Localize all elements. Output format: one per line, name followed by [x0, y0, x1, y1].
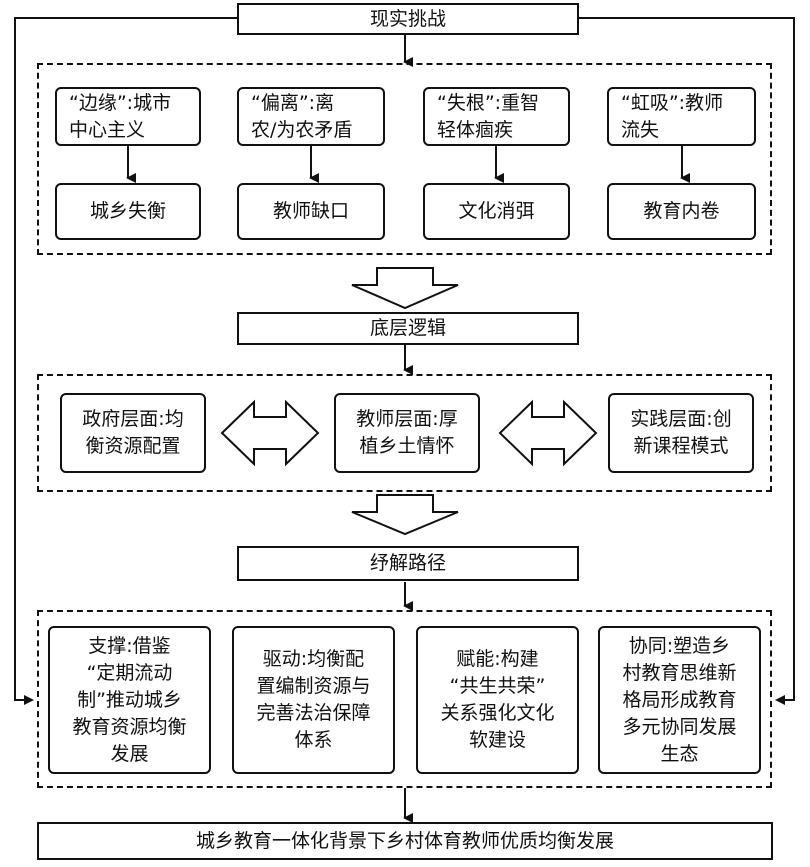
hollow-down-arrow-2	[351, 494, 459, 536]
logic-government: 政府层面:均 衡资源配置	[60, 393, 206, 473]
logic-practice: 实践层面:创 新课程模式	[608, 393, 754, 473]
logic-teacher: 教师层面:厚 植乡土情怀	[334, 393, 480, 473]
challenge-cause-4: “虹吸”:教师 流失	[607, 87, 756, 146]
logic-region	[37, 374, 772, 492]
left-bypass-line	[14, 17, 237, 705]
challenge-effect-3: 文化消弭	[423, 183, 570, 240]
hollow-down-arrow-1	[351, 267, 459, 310]
path-drive: 驱动:均衡配 置编制资源与 完善法治保障 体系	[232, 626, 395, 774]
double-arrow-left	[220, 399, 320, 467]
challenge-region	[37, 63, 772, 255]
double-arrow-right	[498, 399, 598, 467]
path-synergy: 协同:塑造乡 村教育思维新 格局形成教育 多元协同发展 生态	[598, 626, 761, 774]
section-title-logic: 底层逻辑	[237, 312, 579, 345]
path-support: 支撑:借鉴 “定期流动 制”推动城乡 教育资源均衡 发展	[48, 626, 211, 774]
challenge-cause-2: “偏离”:离 农/为农矛盾	[237, 87, 385, 146]
challenge-effect-4: 教育内卷	[607, 183, 756, 240]
path-region	[37, 610, 772, 788]
challenge-cause-3: “失根”:重智 轻体痼疾	[423, 87, 570, 146]
challenge-effect-2: 教师缺口	[237, 183, 385, 240]
goal-box: 城乡教育一体化背景下乡村体育教师优质均衡发展	[37, 822, 773, 860]
challenge-cause-1: “边缘”:城市 中心主义	[55, 87, 201, 146]
section-title-path: 纾解路径	[237, 546, 579, 581]
section-title-challenge: 现实挑战	[237, 3, 579, 35]
path-empower: 赋能:构建 “共生共荣” 关系强化文化 软建设	[416, 626, 579, 774]
right-bypass-line	[579, 17, 795, 705]
challenge-effect-1: 城乡失衡	[55, 183, 201, 240]
